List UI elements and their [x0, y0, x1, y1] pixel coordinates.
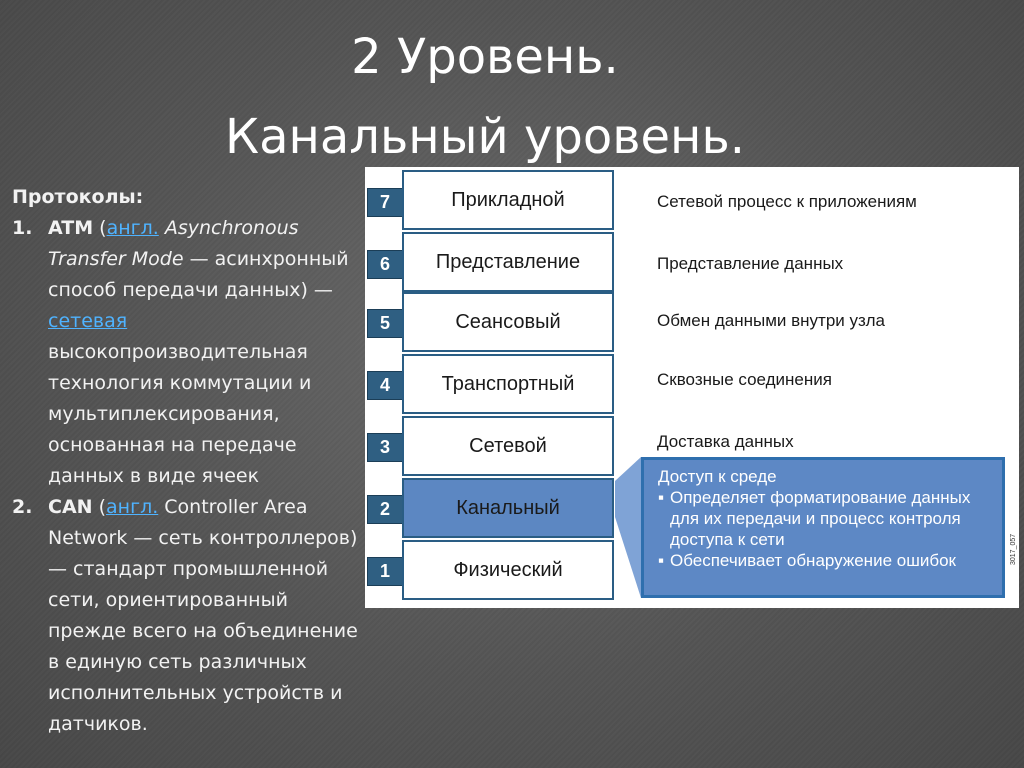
layer-description: Сетевой процесс к приложениям [657, 192, 917, 211]
protocol-item-atm: 1. ATM (англ. Asynchronous Transfer Mode… [12, 213, 364, 492]
item-number: 2. [12, 496, 33, 518]
layer-network: Сетевой [402, 416, 614, 476]
layer-session: Сеансовый [402, 292, 614, 352]
layer-number-badge: 3 [367, 433, 403, 462]
callout-wedge [615, 457, 641, 598]
protocol-name: CAN [48, 496, 93, 518]
figure-id: 3017_057 [1010, 533, 1017, 565]
layer-data-link: Канальный [402, 478, 614, 538]
paren: ( [92, 496, 107, 518]
protocol-text: — асинхронный способ передачи данных) — [48, 248, 349, 301]
layer-description: Обмен данными внутри узла [657, 311, 885, 330]
slide-title-line1: 2 Уровень. [351, 29, 619, 85]
callout-title: Доступ к среде [658, 467, 777, 486]
paren: ( [93, 217, 107, 239]
layer-number-badge: 5 [367, 309, 403, 338]
protocols-text: Протоколы: 1. ATM (англ. Asynchronous Tr… [12, 182, 364, 740]
protocol-name: ATM [48, 217, 94, 239]
callout-bullet: Обеспечивает обнаружение ошибок [658, 550, 992, 571]
layer-physical: Физический [402, 540, 614, 600]
layer-number-badge: 6 [367, 250, 403, 279]
osi-model-diagram: 7 Прикладной Сетевой процесс к приложени… [365, 167, 1019, 608]
item-number: 1. [12, 217, 33, 239]
layer-application: Прикладной [402, 170, 614, 230]
protocols-heading: Протоколы: [12, 186, 144, 208]
data-link-callout: Доступ к среде Определяет форматирование… [641, 457, 1005, 598]
layer-description: Доставка данных [657, 432, 794, 451]
protocol-text-rest: Controller Area Network — сеть контролле… [48, 496, 358, 735]
lang-link[interactable]: англ. [106, 496, 159, 518]
protocol-item-can: 2. CAN (англ. Controller Area Network — … [12, 492, 364, 740]
callout-bullet: Определяет форматирование данных для их … [658, 487, 992, 550]
layer-number-badge: 4 [367, 371, 403, 400]
layer-description: Представление данных [657, 254, 844, 273]
protocol-text-rest: высокопроизводительная технология коммут… [48, 341, 312, 487]
callout-list: Определяет форматирование данных для их … [658, 487, 992, 571]
english-name: Asynchronous Transfer Mode [48, 217, 299, 270]
layer-number-badge: 2 [367, 495, 403, 524]
layer-transport: Транспортный [402, 354, 614, 414]
layer-presentation: Представление [402, 232, 614, 292]
layer-number-badge: 7 [367, 188, 403, 217]
network-link[interactable]: сетевая [48, 310, 128, 332]
layer-number-badge: 1 [367, 557, 403, 586]
slide-title-line2: Канальный уровень. [225, 109, 745, 165]
layer-description: Сквозные соединения [657, 370, 832, 389]
lang-link[interactable]: англ. [106, 217, 159, 239]
